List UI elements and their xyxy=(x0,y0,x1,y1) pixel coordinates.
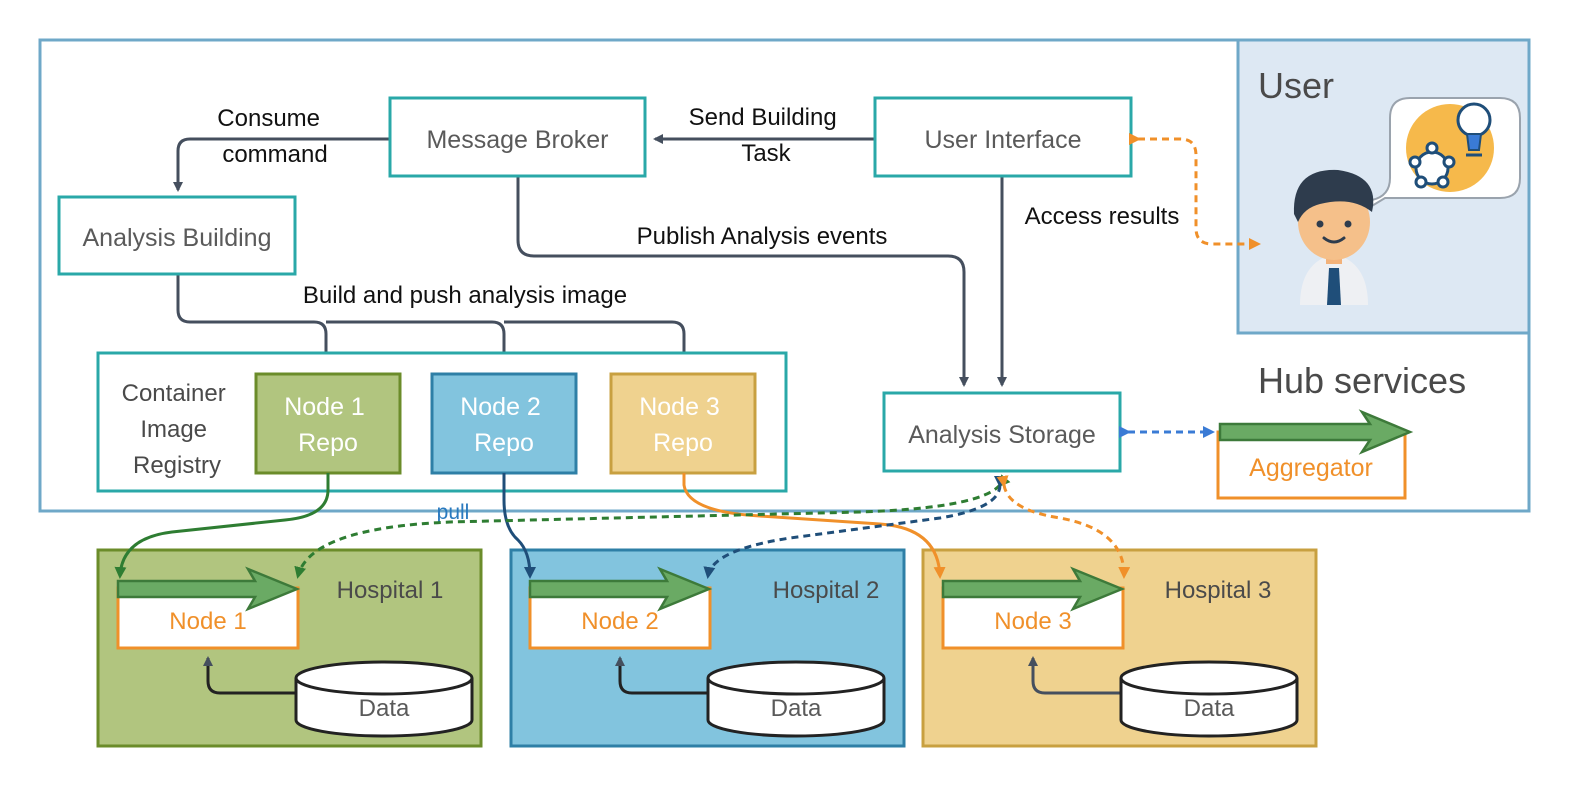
repo-label-line: Repo xyxy=(474,429,534,457)
node-flow-arrow xyxy=(528,566,713,612)
hospital-2: Hospital 2 Node 2 Data xyxy=(509,548,906,748)
aggregator-flow-arrow xyxy=(1218,409,1414,455)
edge-label-line: command xyxy=(222,141,327,168)
arrow-publish-events xyxy=(516,175,969,387)
edge-label-line: Task xyxy=(741,140,791,167)
registry-label-line: Image xyxy=(140,416,207,443)
dark-connectors xyxy=(173,134,1007,387)
hospital-1: Hospital 1 Node 1 Data xyxy=(96,548,483,748)
repo-label-line: Repo xyxy=(653,429,713,457)
hub-services-title: Hub services xyxy=(1258,360,1466,401)
edge-label-line: Send Building xyxy=(689,104,837,131)
hospital-3: Hospital 3 Node 3 Data xyxy=(921,548,1318,748)
message-broker-box: Message Broker xyxy=(388,96,647,178)
node2-repo: Node 2 Repo xyxy=(430,372,578,475)
dashed-storage-node2 xyxy=(703,475,1007,579)
build-push-label: Build and push analysis image xyxy=(303,282,627,309)
arrow-build-repo2 xyxy=(326,320,509,368)
data-label: Data xyxy=(1184,695,1235,722)
repo-label-line: Node 2 xyxy=(460,393,541,421)
access-results-label: Access results xyxy=(1025,203,1180,230)
dashed-ui-user xyxy=(1129,133,1261,250)
node-label: Node 2 xyxy=(581,608,658,635)
analysis-storage-box: Analysis Storage xyxy=(882,391,1122,473)
send-building-task-label: Send Building Task xyxy=(689,104,844,167)
aggregator-label: Aggregator xyxy=(1249,454,1373,482)
hospital-title: Hospital 2 xyxy=(773,577,880,604)
svg-text:Node 2 Repo: Node 2 Repo xyxy=(460,393,548,457)
data-to-node-arrow xyxy=(615,656,708,695)
database-icon xyxy=(294,660,474,738)
node1-repo: Node 1 Repo xyxy=(254,372,402,475)
node-label: Node 1 xyxy=(169,608,246,635)
analysis-building-label: Analysis Building xyxy=(83,224,272,252)
repo-label-line: Node 3 xyxy=(639,393,720,421)
registry-label-line: Container xyxy=(122,380,226,407)
user-interface-label: User Interface xyxy=(924,126,1081,154)
edge-label-line: Consume xyxy=(217,105,320,132)
dashed-storage-node3 xyxy=(996,475,1131,579)
container-image-registry: Container Image Registry Node 1 Repo Nod… xyxy=(96,351,788,493)
registry-label: Container Image Registry xyxy=(122,380,233,479)
svg-text:Node 3 Repo: Node 3 Repo xyxy=(639,393,727,457)
data-label: Data xyxy=(771,695,822,722)
node3-repo: Node 3 Repo xyxy=(609,372,757,475)
data-label: Data xyxy=(359,695,410,722)
arrow-consume xyxy=(173,137,390,192)
database-icon xyxy=(706,660,886,738)
user-interface-box: User Interface xyxy=(873,96,1133,178)
svg-text:Node 1 Repo: Node 1 Repo xyxy=(284,393,372,457)
node-flow-arrow xyxy=(941,566,1126,612)
node-label: Node 3 xyxy=(994,608,1071,635)
repo-label-line: Node 1 xyxy=(284,393,365,421)
registry-label-line: Registry xyxy=(133,452,221,479)
analysis-storage-label: Analysis Storage xyxy=(908,421,1096,449)
dashed-result-arrows xyxy=(294,133,1261,579)
user-avatar-icon xyxy=(1293,169,1374,305)
network-icon xyxy=(1408,141,1456,189)
hospital-title: Hospital 3 xyxy=(1165,577,1272,604)
arrow-build-repo1 xyxy=(176,274,331,368)
node-flow-arrow xyxy=(116,566,301,612)
arrow-build-repo3 xyxy=(504,320,689,368)
database-icon xyxy=(1119,660,1299,738)
repo-label-line: Repo xyxy=(298,429,358,457)
user-panel: User xyxy=(1236,38,1531,335)
aggregator-box: Aggregator xyxy=(1216,409,1414,500)
data-to-node-arrow xyxy=(1028,656,1121,695)
publish-events-label: Publish Analysis events xyxy=(637,223,888,250)
message-broker-label: Message Broker xyxy=(426,126,608,154)
data-to-node-arrow xyxy=(203,656,296,695)
hospital-title: Hospital 1 xyxy=(337,577,444,604)
analysis-building-box: Analysis Building xyxy=(57,195,297,276)
consume-command-label: Consume command xyxy=(217,105,327,168)
user-panel-title: User xyxy=(1258,65,1334,106)
